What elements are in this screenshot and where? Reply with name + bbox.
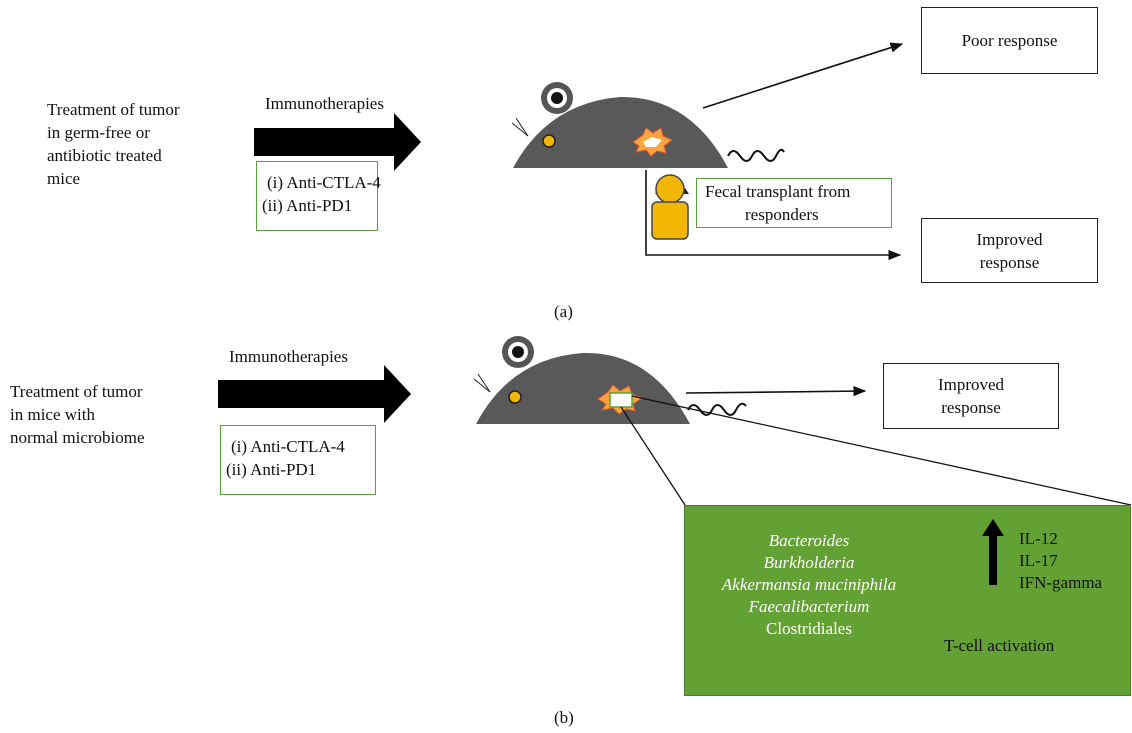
mouse-tail-icon [687,402,747,416]
up-arrow-icon [982,519,1004,585]
arrow-to-improved-response-b [685,386,867,397]
cytokine-label: IL-12 [1019,529,1058,548]
panel-label-a: (a) [554,302,573,321]
microbiome-panel: Bacteroides Burkholderia Akkermansia muc… [684,505,1131,696]
therapy-title-a: Immunotherapies [265,94,384,113]
person-icon [651,174,689,240]
therapy-title-b: Immunotherapies [229,347,348,366]
arrow-to-poor-response [702,42,904,109]
condition-text-a: Treatment of tumor in germ-free or antib… [47,100,180,188]
mouse-b [473,336,747,424]
therapy-box-a: (i) Anti-CTLA-4 (ii) Anti-PD1 [256,161,381,231]
mouse-a [511,82,785,168]
mouse-tail-icon [727,148,785,162]
cytokine-label: IFN-gamma [1019,573,1103,592]
condition-text-b: Treatment of tumor in mice with normal m… [10,382,145,447]
zoom-line-upper [631,395,1132,506]
treatment-arrow-b [218,365,411,423]
bacterium-label: Faecalibacterium [748,597,870,616]
mouse-body-icon [476,352,690,424]
treatment-arrow-a [254,113,421,171]
bacteria-list: Bacteroides Burkholderia Akkermansia muc… [709,530,909,650]
mouse-body-icon [513,96,728,168]
bacterium-label: Burkholderia [763,553,855,572]
mouse-eye-icon [508,390,522,404]
bacterium-label: Clostridiales [766,619,852,638]
zoom-region-marker [609,392,633,408]
panel-label-b: (b) [554,708,574,727]
cytokine-label: IL-17 [1019,551,1058,570]
poor-response-box: Poor response [921,7,1098,74]
fecal-transplant-box: Fecal transplant from responders [696,178,892,228]
improved-response-box-a: Improved response [921,218,1098,283]
zoom-line-lower [620,406,686,506]
bacterium-label: Bacteroides [768,531,850,550]
t-cell-activation-label: T-cell activation [944,636,1055,655]
arrow-to-improved-response-a [645,170,902,261]
bacterium-label: Akkermansia muciniphila [721,575,897,594]
therapy-box-b: (i) Anti-CTLA-4 (ii) Anti-PD1 [220,425,376,495]
mouse-eye-icon [542,134,556,148]
improved-response-box-b: Improved response [883,363,1059,429]
